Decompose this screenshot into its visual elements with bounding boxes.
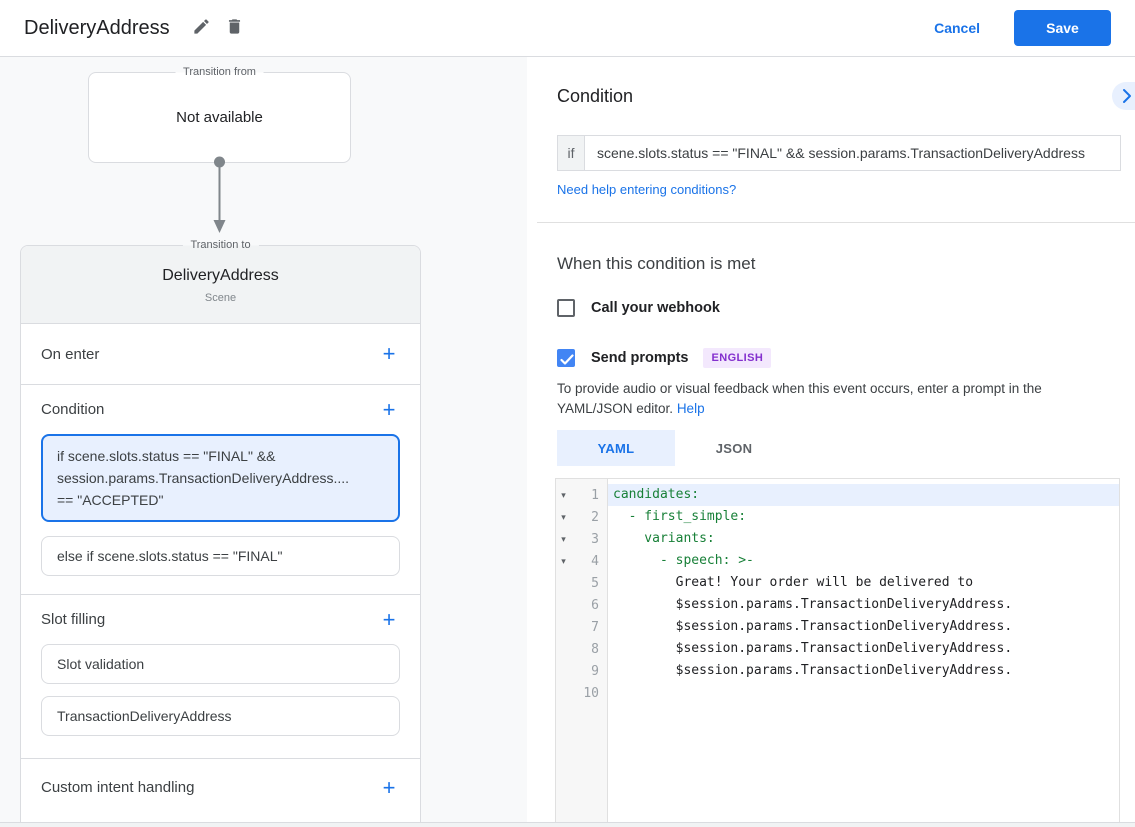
editor-code-area[interactable]: candidates: - first_simple: variants: - … [608,479,1119,822]
panel-divider [537,222,1135,223]
when-condition-title: When this condition is met [557,254,756,273]
code-line: - speech: >- [613,553,754,568]
save-button[interactable]: Save [1014,10,1111,46]
webhook-label: Call your webhook [591,300,720,316]
slot-filling-label: Slot filling [41,611,106,628]
fold-toggle-icon[interactable]: ▾ [561,534,566,544]
webhook-checkbox[interactable] [557,299,575,317]
line-number: 10 [583,685,599,701]
gutter-line: 9 [556,660,607,682]
pencil-icon [192,17,211,39]
webhook-row: Call your webhook [557,299,720,317]
help-link[interactable]: Help [676,401,705,416]
condition-expression-input[interactable]: scene.slots.status == "FINAL" && session… [584,135,1121,171]
delete-scene-button[interactable] [225,17,244,39]
editor-tabs: YAML JSON [557,430,793,466]
scene-name: DeliveryAddress [162,267,279,284]
gutter-line: 5 [556,572,607,594]
gutter-line: 10 [556,682,607,704]
scene-card-header: DeliveryAddress Scene [21,246,420,324]
slot-validation-card[interactable]: Slot validation [41,644,400,684]
code-line: candidates: [608,484,1119,506]
gutter-line: ▾2 [556,506,607,528]
condition-expression-row: if scene.slots.status == "FINAL" && sess… [557,135,1121,171]
top-bar: DeliveryAddress Cancel Save [0,0,1135,57]
page-title: DeliveryAddress [24,16,170,39]
on-enter-section: On enter + [21,324,420,385]
transition-arrow [213,156,226,233]
condition-card-else[interactable]: else if scene.slots.status == "FINAL" [41,536,400,576]
gutter-line: 7 [556,616,607,638]
condition-card-selected[interactable]: if scene.slots.status == "FINAL" && sess… [41,434,400,522]
send-prompts-label: Send prompts [591,350,689,366]
send-prompts-row: Send prompts ENGLISH [557,348,772,368]
line-number: 2 [591,509,599,525]
transition-to-legend: Transition to [182,238,259,253]
transition-from-box: Transition from Not available [88,65,351,163]
slot-filling-section: Slot filling + Slot validation Transacti… [21,595,420,759]
code-line: $session.params.TransactionDeliveryAddre… [613,597,1013,612]
tab-yaml[interactable]: YAML [557,430,675,466]
custom-intent-section: Custom intent handling + [21,759,420,816]
fold-toggle-icon[interactable]: ▾ [561,556,566,566]
code-line: $session.params.TransactionDeliveryAddre… [613,663,1013,678]
condition-help-link[interactable]: Need help entering conditions? [557,182,737,197]
line-number: 8 [591,641,599,657]
fold-toggle-icon[interactable]: ▾ [561,490,566,500]
collapse-panel-button[interactable] [1112,82,1135,110]
code-line: Great! Your order will be delivered to [613,575,974,590]
scene-graph-panel: Transition from Not available Transition… [0,57,527,822]
check-icon [560,353,574,371]
line-number: 3 [591,531,599,547]
code-line [608,682,1119,704]
custom-intent-label: Custom intent handling [41,779,195,796]
gutter-line: ▾4 [556,550,607,572]
line-number: 5 [591,575,599,591]
tab-json[interactable]: JSON [675,430,793,466]
bottom-edge [0,822,1135,827]
prompt-description: To provide audio or visual feedback when… [557,379,1109,419]
transition-to-card: Transition to DeliveryAddress Scene On e… [20,238,421,822]
edit-scene-button[interactable] [192,17,211,39]
add-custom-intent-button[interactable]: + [378,776,400,799]
line-number: 1 [591,487,599,503]
trash-icon [225,17,244,39]
transition-from-legend: Transition from [175,65,264,80]
condition-section-label: Condition [41,401,105,418]
if-prefix: if [557,135,584,171]
send-prompts-checkbox[interactable] [557,349,575,367]
line-number: 7 [591,619,599,635]
prompt-description-text: To provide audio or visual feedback when… [557,381,1042,416]
scene-type-label: Scene [204,292,237,304]
add-on-enter-button[interactable]: + [378,343,400,365]
condition-section: Condition + if scene.slots.status == "FI… [21,385,420,595]
gutter-line: ▾1 [556,484,607,506]
add-slot-button[interactable]: + [378,608,400,631]
condition-detail-panel: Condition if scene.slots.status == "FINA… [527,57,1135,823]
condition-panel-title: Condition [557,86,634,106]
line-number: 6 [591,597,599,613]
code-line: $session.params.TransactionDeliveryAddre… [613,641,1013,656]
slot-transaction-card[interactable]: TransactionDeliveryAddress [41,696,400,736]
language-badge: ENGLISH [703,348,772,368]
cancel-button[interactable]: Cancel [934,20,980,36]
gutter-line: 6 [556,594,607,616]
line-number: 9 [591,663,599,679]
gutter-line: 8 [556,638,607,660]
code-line: variants: [613,531,715,546]
code-line: $session.params.TransactionDeliveryAddre… [613,619,1013,634]
gutter-line: ▾3 [556,528,607,550]
line-number: 4 [591,553,599,569]
code-line: - first_simple: [613,509,747,524]
add-condition-button[interactable]: + [378,398,400,421]
fold-toggle-icon[interactable]: ▾ [561,512,566,522]
on-enter-label: On enter [41,345,100,363]
transition-from-value: Not available [176,109,263,126]
